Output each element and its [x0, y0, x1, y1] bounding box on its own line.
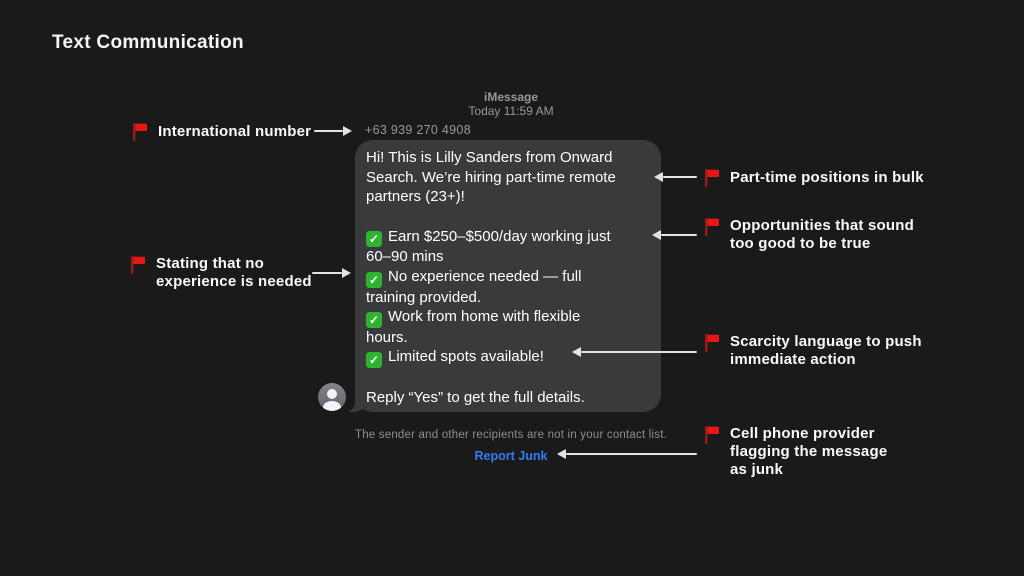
message-bubble-content: Hi! This is Lilly Sanders from Onward Se… [366, 148, 650, 407]
annotation-label: Stating that no experience is needed [156, 255, 312, 290]
bubble-paragraph-spacer [366, 207, 650, 227]
bubble-paragraph-text: Reply “Yes” to get the full details. [366, 388, 585, 406]
imessage-timestamp: Today 11:59 AM [468, 103, 554, 118]
bubble-paragraph: ✓ Limited spots available! [366, 347, 650, 368]
arrow-to-earnings-line [652, 230, 697, 240]
red-flag-icon [702, 333, 721, 353]
bubble-paragraph-text: Work from home with flexible hours. [366, 308, 581, 346]
annotation-too-good: Opportunities that sound too good to be … [702, 217, 914, 253]
report-junk-row: Report Junk [261, 447, 761, 465]
annotation-junk-flagging: Cell phone provider flagging the message… [702, 425, 887, 479]
annotation-bulk-positions: Part-time positions in bulk [702, 168, 924, 188]
red-flag-icon [702, 425, 721, 445]
annotation-international-number: International number [130, 122, 311, 142]
bubble-paragraph-text: Limited spots available! [388, 348, 544, 366]
sender-avatar [318, 383, 346, 411]
annotation-label: Opportunities that sound too good to be … [730, 217, 914, 252]
red-flag-icon [128, 255, 147, 275]
annotation-no-experience: Stating that no experience is needed [128, 255, 312, 291]
bubble-paragraph-text: No experience needed — full training pro… [366, 268, 582, 306]
bubble-paragraph-spacer [366, 368, 650, 388]
bubble-paragraph: ✓Earn $250–$500/day working just 60–90 m… [366, 227, 650, 267]
imessage-service-label: iMessage [483, 90, 539, 104]
annotation-label: Scarcity language to push immediate acti… [730, 333, 922, 368]
page-title: Text Communication [52, 32, 244, 53]
report-junk-link[interactable]: Report Junk [474, 449, 548, 463]
arrow-to-hiring-line [654, 172, 697, 182]
bubble-paragraph: ✓No experience needed — full training pr… [366, 267, 650, 307]
check-mark-emoji: ✓ [366, 351, 382, 368]
bubble-paragraph: Reply “Yes” to get the full details. [366, 388, 650, 408]
annotation-label: International number [158, 123, 312, 140]
check-mark-emoji: ✓ [366, 271, 382, 288]
check-mark-emoji: ✓ [366, 311, 382, 328]
annotation-label: Part-time positions in bulk [730, 169, 924, 186]
bubble-paragraph-text: Hi! This is Lilly Sanders from Onward Se… [366, 149, 616, 206]
arrow-to-phone-number [314, 126, 352, 136]
arrow-to-report-junk [557, 449, 697, 459]
imessage-header: iMessage Today 11:59 AM [311, 90, 711, 118]
red-flag-icon [702, 168, 721, 188]
red-flag-icon [702, 217, 721, 237]
annotation-scarcity: Scarcity language to push immediate acti… [702, 333, 922, 369]
red-flag-icon [130, 122, 149, 142]
arrow-to-experience-line [312, 268, 351, 278]
bubble-paragraph-text: Earn $250–$500/day working just 60–90 mi… [366, 227, 611, 266]
bubble-paragraph: Hi! This is Lilly Sanders from Onward Se… [366, 148, 650, 207]
message-bubble: Hi! This is Lilly Sanders from Onward Se… [345, 140, 661, 412]
sender-phone-number: +63 939 270 4908 [365, 123, 471, 137]
contact-list-notice: The sender and other recipients are not … [354, 429, 667, 441]
arrow-to-limited-spots-line [572, 347, 697, 357]
annotation-label: Cell phone provider flagging the message… [730, 425, 888, 478]
bubble-paragraph: ✓Work from home with flexible hours. [366, 307, 650, 347]
check-mark-emoji: ✓ [366, 231, 382, 248]
